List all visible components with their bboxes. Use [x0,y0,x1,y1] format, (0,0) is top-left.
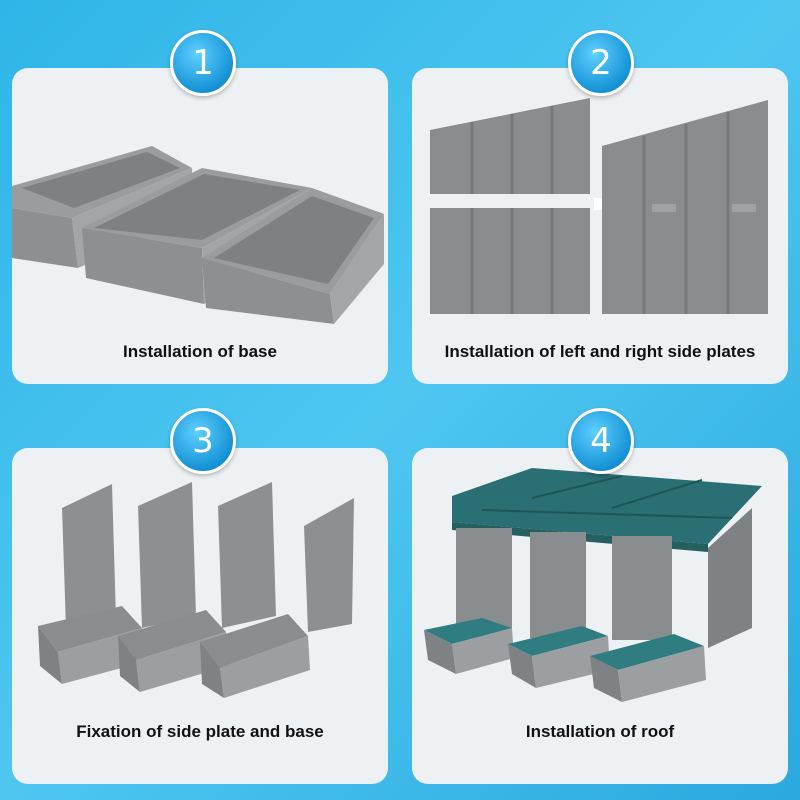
base-trays-illustration [12,146,384,324]
step-1-badge: 1 [170,30,236,96]
side-plate-base-illustration [38,482,354,698]
step-4-panel: Installation of roof [412,448,788,784]
step-3-panel: Fixation of side plate and base [12,448,388,784]
step-1-panel: Installation of base [12,68,388,384]
step-4-caption: Installation of roof [525,722,675,741]
step-3-badge: 3 [170,408,236,474]
step-2-panel: Installation of left and right side plat… [412,68,788,384]
step-2-badge: 2 [568,30,634,96]
step-3-caption: Fixation of side plate and base [76,722,324,741]
step-4-badge: 4 [568,408,634,474]
roof-installation-illustration [424,468,762,702]
side-plates-illustration [430,98,768,314]
step-1-caption: Installation of base [123,342,277,361]
step-2-caption: Installation of left and right side plat… [444,342,756,361]
